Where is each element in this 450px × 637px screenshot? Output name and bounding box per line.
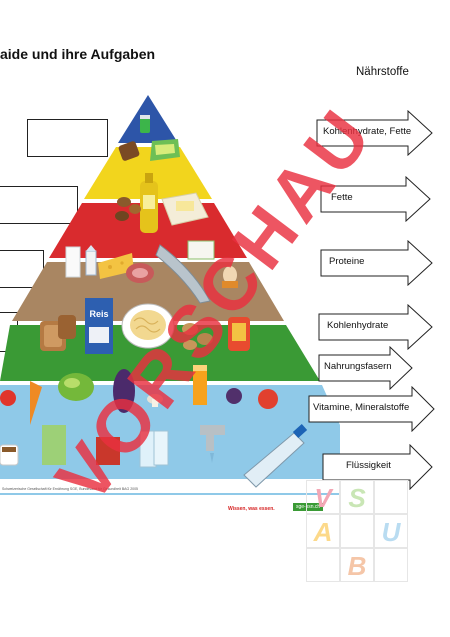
- rice-box-label: Reis: [89, 309, 108, 319]
- tomato-icon: [0, 390, 16, 406]
- rice-box-icon: Reis: [85, 298, 113, 354]
- slogan: Wissen, was essen.: [228, 506, 275, 512]
- nutrient-label: Nahrungsfasern: [324, 361, 392, 372]
- soda-can-icon: [140, 115, 150, 133]
- arrow-nutrient-1: Kohlenhydrate, Fette: [316, 110, 434, 156]
- nutrients-heading: Nährstoffe: [356, 66, 409, 78]
- food-pyramid: Reis: [0, 95, 340, 495]
- logo-blank: [374, 548, 408, 582]
- meat-icon: [126, 263, 154, 283]
- logo-letter-a: A: [306, 514, 340, 548]
- logo-letter-v: V: [306, 480, 340, 514]
- butter-icon: [161, 192, 209, 226]
- nutrient-label: Fette: [331, 192, 353, 203]
- logo-letter-s: S: [340, 480, 374, 514]
- egg-icon: [222, 266, 238, 288]
- milk-glass-icon: [65, 246, 81, 278]
- arrow-nutrient-6: Vitamine, Mineralstoffe: [308, 386, 436, 432]
- logo-blank: [340, 514, 374, 548]
- eggplant-icon: [113, 369, 135, 413]
- nutrient-label: Flüssigkeit: [346, 460, 391, 471]
- nutrient-label: Kohlenhydrate: [327, 320, 389, 331]
- tofu-icon: [187, 240, 215, 260]
- fish-icon: [155, 244, 211, 304]
- oil-bottle-icon: [140, 173, 158, 233]
- logo-letter-u: U: [374, 514, 408, 548]
- orange-juice-icon: [193, 365, 207, 405]
- apple-icon: [258, 389, 278, 409]
- nutrient-label: Proteine: [329, 256, 365, 267]
- arrow-nutrient-3: Proteine: [320, 240, 434, 286]
- plum-icon: [226, 388, 242, 404]
- chocolate-bar-icon: [118, 141, 140, 161]
- tea-cup-icon: [0, 444, 19, 466]
- credit-line: Schweizerische Gesellschaft für Ernährun…: [2, 487, 138, 491]
- herbal-tea-glass-icon: [42, 425, 66, 465]
- arrow-nutrient-5: Nahrungsfasern: [318, 346, 414, 390]
- potatoes-icon: [182, 323, 213, 350]
- page-title: aide und ihre Aufgaben: [0, 46, 156, 62]
- water-glass-icon: [139, 430, 169, 468]
- salad-bowl-icon: [58, 373, 94, 401]
- cereal-jar-icon: [228, 317, 250, 351]
- water-bottle-icon: [243, 424, 308, 488]
- pasta-plate-icon: [121, 303, 175, 349]
- faucet-icon: [200, 425, 225, 463]
- arrow-nutrient-2: Fette: [320, 176, 432, 222]
- logo-blank: [306, 548, 340, 582]
- answer-box-1[interactable]: [27, 119, 108, 157]
- logo-blank: [374, 480, 408, 514]
- bread-icon: [40, 315, 76, 351]
- website-badge: sge-ssn.ch: [293, 503, 324, 511]
- fruit-tea-cup-icon: [96, 437, 120, 465]
- carrot-icon: [30, 381, 42, 425]
- nutrient-label: Vitamine, Mineralstoffe: [313, 402, 410, 413]
- publisher-logo: V S A U B: [306, 480, 410, 582]
- logo-letter-b: B: [340, 548, 374, 582]
- milk-carton-icon: [85, 245, 97, 276]
- mushroom-icon: [147, 394, 163, 407]
- nuts-icon: [115, 197, 141, 221]
- answer-box-2[interactable]: [0, 186, 78, 224]
- cheese-icon: [98, 253, 134, 279]
- arrow-nutrient-4: Kohlenhydrate: [318, 304, 434, 350]
- chips-bag-icon: [150, 139, 180, 161]
- nutrient-label: Kohlenhydrate, Fette: [323, 126, 412, 137]
